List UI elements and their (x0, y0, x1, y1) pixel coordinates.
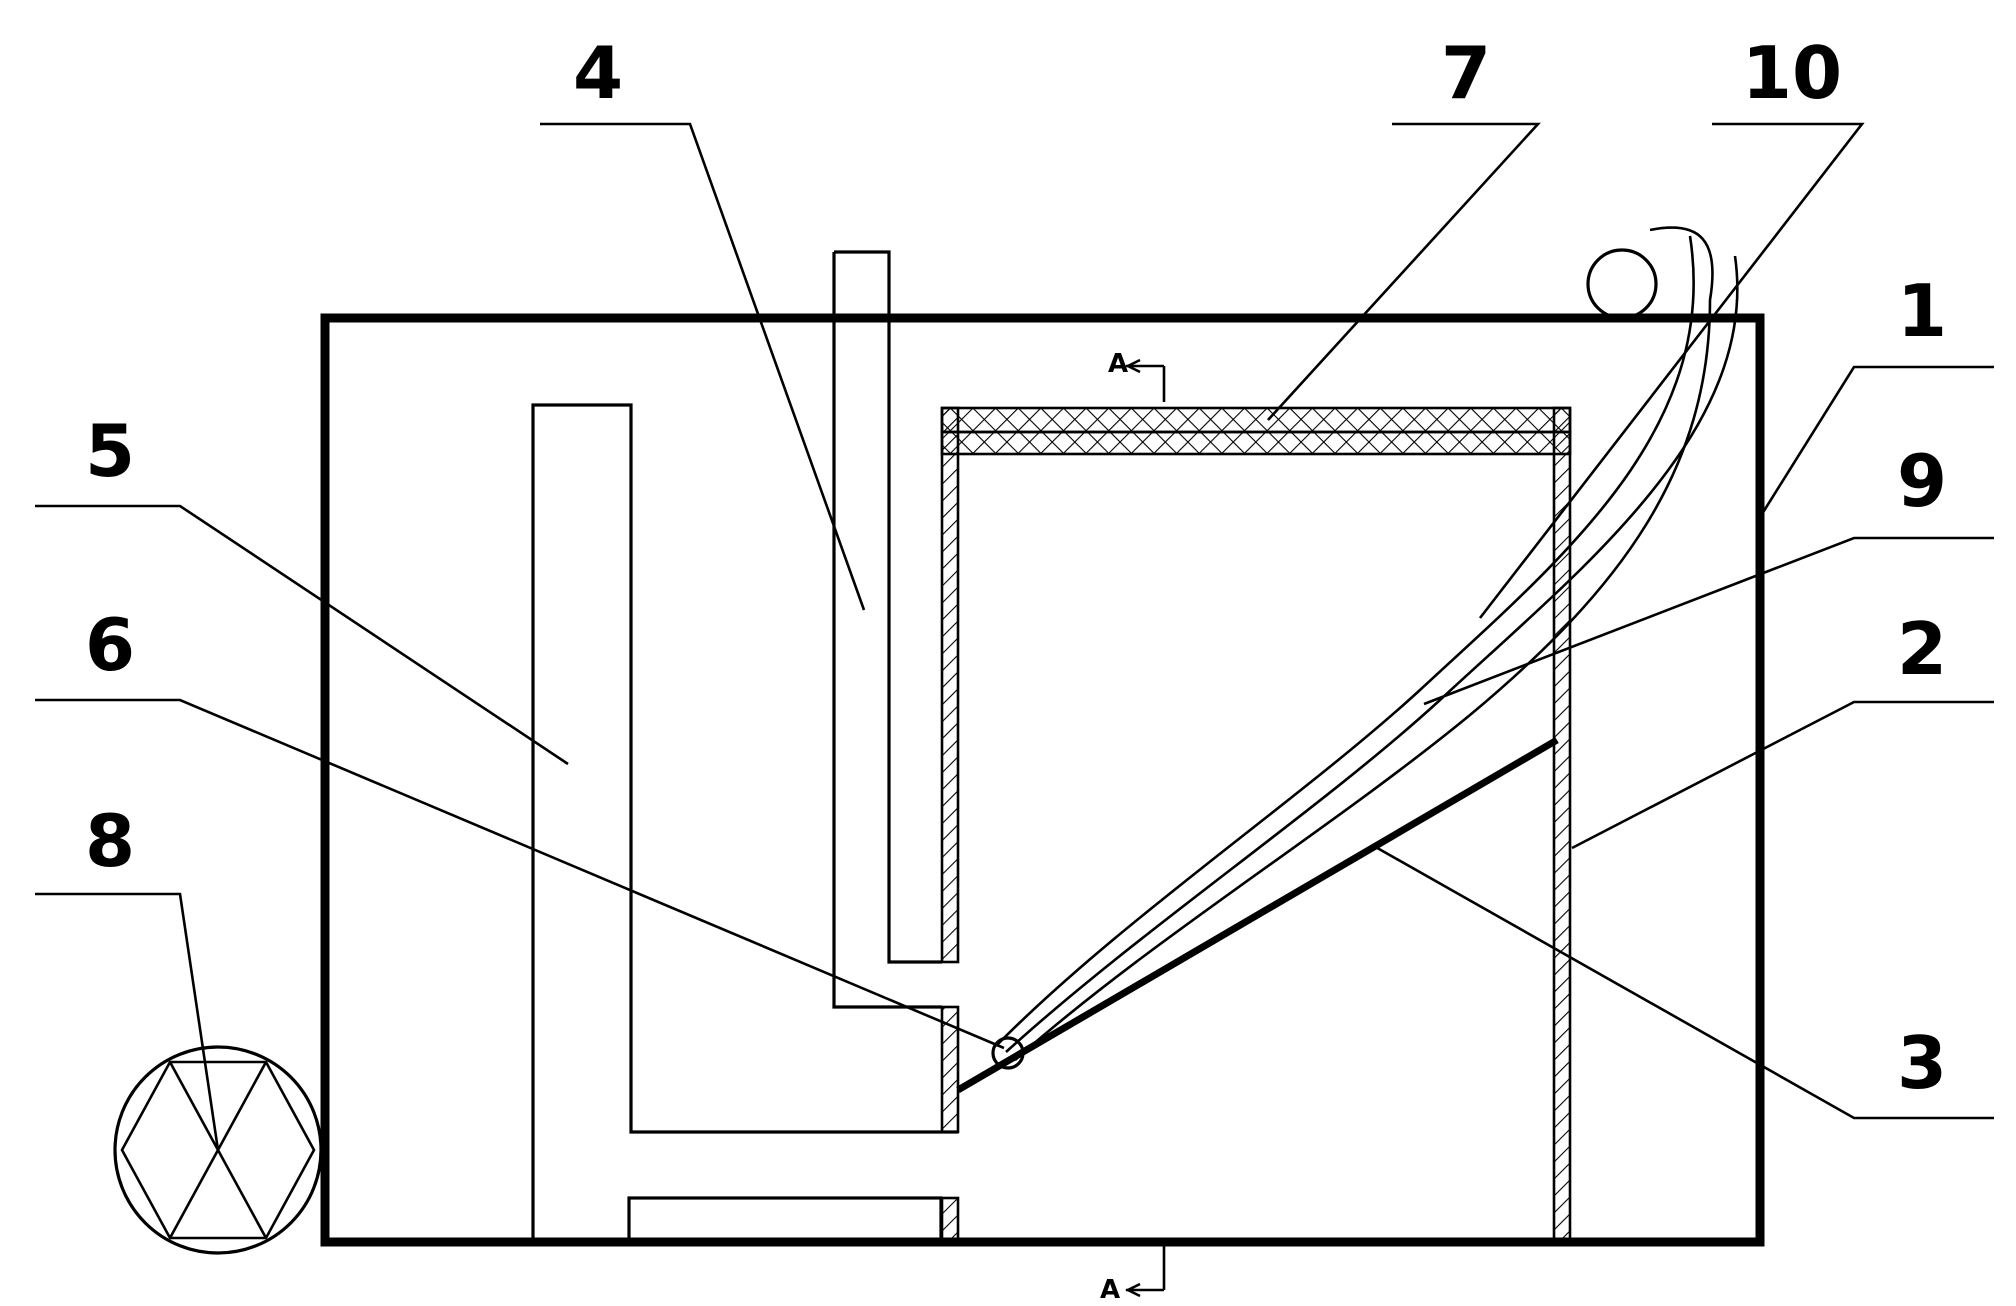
bottom-baffle (627, 1196, 943, 1244)
reel-10 (1586, 248, 1658, 320)
hose-9-inner (1005, 255, 1739, 1053)
label-2: 2 (1897, 607, 1947, 691)
inner-left-wall-upper (940, 406, 960, 964)
duct-5 (531, 403, 958, 1242)
svg-text:A: A (1100, 1275, 1120, 1305)
leader-lines (35, 122, 1994, 1151)
section-marker-top: A (1108, 349, 1166, 402)
nozzle-6 (991, 1036, 1025, 1070)
label-5: 5 (85, 409, 135, 493)
pipe-4 (832, 250, 942, 1009)
label-1: 1 (1897, 269, 1947, 353)
inner-left-wall-lower (940, 1005, 960, 1134)
inner-right-wall (1552, 406, 1572, 1244)
filter-layer-7 (940, 406, 1572, 434)
inclined-plate-3 (956, 736, 1559, 1094)
label-9: 9 (1897, 439, 1947, 523)
outer-housing (320, 313, 1765, 1247)
label-6: 6 (85, 603, 135, 687)
label-3: 3 (1897, 1021, 1947, 1105)
hose-9-outer (1014, 226, 1714, 1061)
svg-text:A: A (1108, 349, 1128, 379)
bottom-baffle-hatch (940, 1196, 960, 1244)
hose-9 (995, 235, 1695, 1047)
filter-layer-7b (940, 430, 1572, 456)
section-marker-bottom: A (1100, 1244, 1166, 1305)
label-7: 7 (1441, 31, 1491, 115)
label-4: 4 (573, 31, 623, 115)
label-8: 8 (85, 799, 135, 883)
label-10: 10 (1742, 31, 1842, 115)
